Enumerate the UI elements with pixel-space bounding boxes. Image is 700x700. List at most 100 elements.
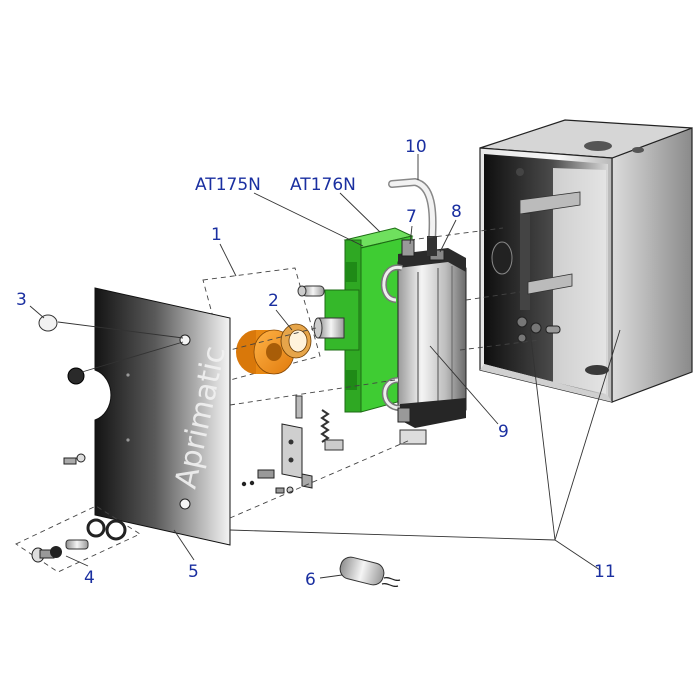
housing-bracket-bottom [527,273,573,295]
housing-bolt [545,325,561,334]
guide-5 [459,339,541,351]
green-gear-block [313,227,414,413]
label-6: 6 [305,570,316,590]
label-9: 9 [498,422,509,442]
guide-6 [409,227,504,241]
label-at176n: AT176N [290,175,356,195]
leader-11a [554,539,601,571]
bracket-nut-2 [249,480,255,486]
hydraulic-pipe-upper-shine [382,266,403,302]
side-screw [63,457,77,465]
cover-hole-bottom [179,498,191,510]
spring-clip [324,439,344,451]
leader-4 [65,555,89,567]
drive-shaft-end [313,317,323,339]
leader-at175n [253,192,364,247]
guide-3 [229,327,317,351]
leader-6 [319,574,343,579]
bracket-nut-1 [241,481,247,487]
group-4-dashed-box [15,505,141,573]
leader-11b [229,529,556,541]
housing-floor-hole [585,365,609,375]
ring-2-inner [288,329,308,353]
capacitor-wire-1 [383,576,401,582]
housing-top-hole-small [632,147,644,153]
mid-bracket [241,395,344,494]
group-1-dashed-box [202,267,321,381]
cap-3 [38,314,58,332]
bracket-bolt [257,469,275,479]
leader-at176n [339,192,381,233]
housing-screw-1 [516,316,528,328]
lock-nut [50,546,62,558]
cover-plate: Aprimatic [94,287,233,546]
assembly-guides [229,227,541,519]
housing-side-port [491,241,513,275]
housing-floor [480,364,612,402]
label-1: 1 [211,225,222,245]
housing-top-hole [584,141,612,151]
bracket-small-screw [275,487,285,494]
green-block-slot-top [345,262,357,282]
side-screw-set [63,453,86,465]
label-4: 4 [84,568,95,588]
leader-2 [275,309,293,331]
leader-lines [29,154,621,579]
housing-bracket-post [520,214,530,310]
guide-2 [229,439,411,519]
label-11: 11 [594,562,616,582]
leader-9 [429,345,499,425]
bracket-hole-1 [288,439,294,445]
valve-7 [401,239,415,257]
leader-1 [219,243,237,277]
hydraulic-unit [380,177,467,445]
part-2-ring [280,323,312,359]
hydraulic-bottom-cap [400,398,466,428]
guide-4 [465,291,521,301]
label-7: 7 [406,207,417,227]
housing-screw-3 [517,333,527,343]
leader-7 [409,225,413,245]
housing-screw-2 [530,322,542,334]
label-8: 8 [451,202,462,222]
bracket-plate [281,423,303,479]
grommet-plug [67,367,85,385]
label-5: 5 [188,562,199,582]
bleed-valve [397,407,411,423]
guide-1 [229,379,396,406]
leader-11c [529,329,556,541]
bolt-near-block [297,285,325,297]
key-lock-parts [31,518,127,563]
bracket-screw [295,395,303,419]
power-cable-shine [389,179,436,243]
capacitor [339,556,401,588]
orange-pulley [236,329,295,375]
spring [320,409,330,443]
leader-11d [554,329,621,541]
leader-3b [57,321,184,339]
pulley-bore [266,343,282,361]
green-block-slot-bottom [345,370,357,390]
housing-inner-wall [553,168,606,394]
group-1-outline [202,267,321,381]
lock-washer-1 [86,518,106,538]
hydraulic-foot [399,429,427,445]
side-washer [76,453,86,463]
bracket-foot [301,473,313,489]
lock-washer-2 [105,519,127,541]
housing-box [479,119,693,403]
leader-3a [29,305,45,319]
hydraulic-pipe-lower-shine [383,378,401,410]
leader-3c [81,341,184,373]
label-10: 10 [405,137,427,157]
label-at175n: AT175N [195,175,261,195]
label-2: 2 [268,291,279,311]
bracket-hole-2 [288,457,294,463]
housing-top-screw [516,168,524,176]
hydraulic-body [397,257,467,421]
leader-8 [439,219,457,253]
group-4-outline [15,505,141,573]
part-3-cap [38,314,58,332]
